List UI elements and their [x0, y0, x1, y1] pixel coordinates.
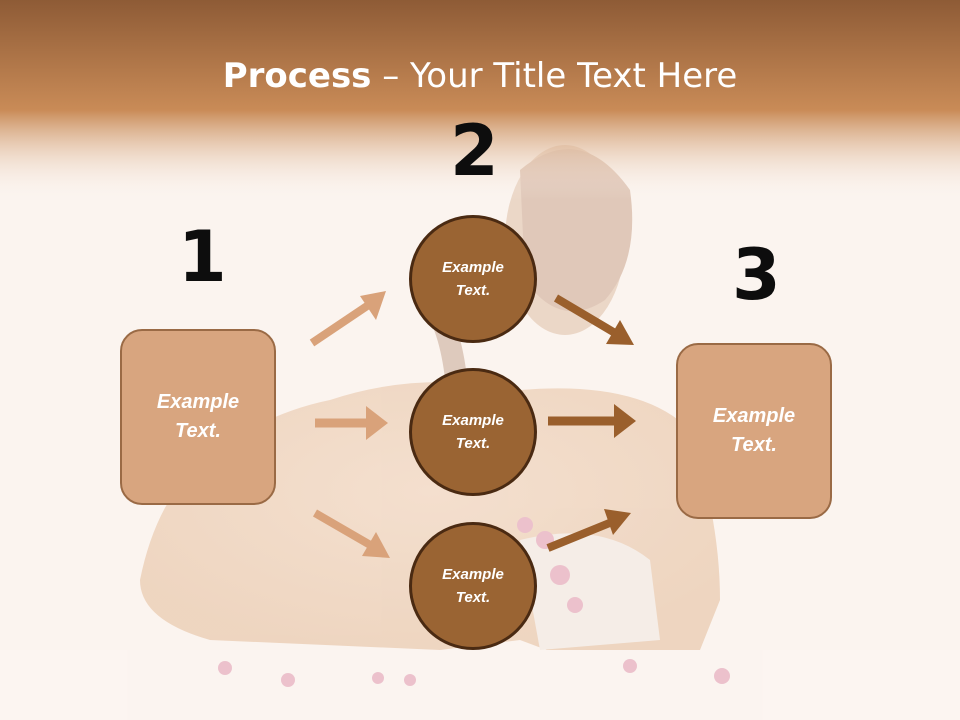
step2-circle-bottom-text: Example Text. [442, 566, 504, 606]
step-number-1: 1 [178, 216, 227, 298]
step2-circle-middle-text: Example Text. [442, 412, 504, 452]
arrow-box1-to-circle3 [312, 509, 390, 558]
step2-circle-top: Example Text. [409, 215, 537, 343]
arrow-circle2-to-box3 [548, 404, 636, 438]
arrow-box1-to-circle1 [309, 291, 386, 347]
step3-box: Example Text. [676, 343, 832, 519]
step1-box-text: Example Text. [156, 391, 240, 442]
step2-circle-top-text: Example Text. [442, 259, 504, 299]
step3-box-text: Example Text. [712, 405, 796, 456]
step-number-3: 3 [732, 234, 781, 316]
title-rest: – Your Title Text Here [371, 56, 738, 96]
step1-box: Example Text. [120, 329, 276, 505]
arrow-circle3-to-box3 [546, 509, 631, 552]
step-number-2: 2 [450, 110, 499, 192]
arrow-circle1-to-box3 [553, 294, 634, 345]
arrow-box1-to-circle2 [315, 406, 388, 440]
slide-title: Process – Your Title Text Here [0, 56, 960, 96]
title-bold: Process [222, 56, 372, 96]
header-band [0, 0, 960, 200]
step2-circle-middle: Example Text. [409, 368, 537, 496]
step2-circle-bottom: Example Text. [409, 522, 537, 650]
